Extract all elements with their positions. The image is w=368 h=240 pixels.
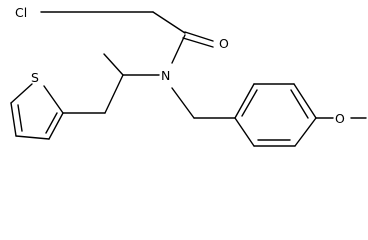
thiophene-bond-s-c5 xyxy=(10,83,33,104)
thiophene-bond-c4-c3 xyxy=(15,135,50,140)
benzene-bond-4 xyxy=(294,117,317,147)
bond-methine-methyl xyxy=(103,53,124,76)
chemical-structure-diagram: Cl O N S O xyxy=(10,5,367,147)
benzene-bond-1-inner xyxy=(241,89,258,117)
thiophene-bond-c5-c4 xyxy=(10,102,17,137)
carbonyl-oxygen-label: O xyxy=(219,36,229,51)
bond-carbonyl-double-b xyxy=(182,37,214,48)
benzene-bond-3 xyxy=(293,83,317,119)
thiophene-bond-c3-c2-inner xyxy=(45,112,58,134)
thiophene-sulfur-label: S xyxy=(31,70,39,85)
bond-methine-ch2 xyxy=(104,74,124,114)
bond-carbonyl-carbon-n xyxy=(171,34,186,64)
thiophene-bond-c3-c2 xyxy=(48,112,64,140)
thiophene-bond-c2-s xyxy=(43,85,64,114)
benzene-bond-3-inner xyxy=(290,89,309,119)
thiophene-bond-c4-c5-inner xyxy=(17,104,23,132)
benzene-bond-1 xyxy=(234,83,255,119)
amide-nitrogen-label: N xyxy=(161,68,170,83)
ether-oxygen-label: O xyxy=(335,111,345,126)
bond-carbonyl-double-a xyxy=(184,31,214,42)
bond-n-benzyl-ch2 xyxy=(171,87,195,119)
bond-ch2-carbonyl-carbon xyxy=(152,11,186,34)
molecule-drawing: Cl O N S O xyxy=(10,5,367,147)
chlorine-atom-label: Cl xyxy=(15,5,27,20)
benzene-bond-6 xyxy=(234,117,255,147)
